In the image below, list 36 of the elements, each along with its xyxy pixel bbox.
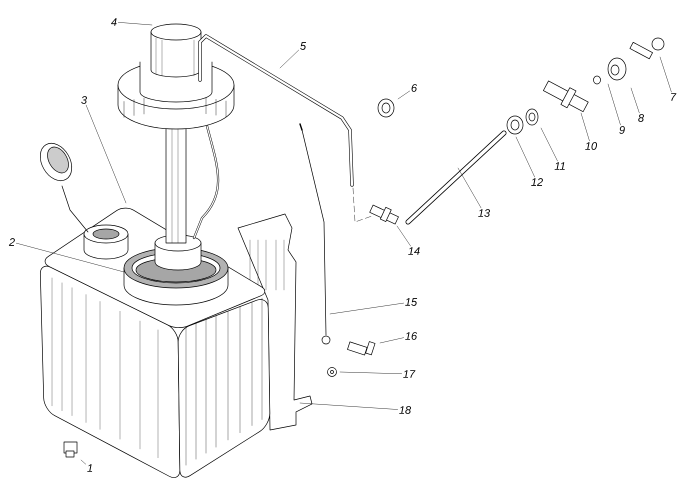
- leader-line: [118, 22, 152, 26]
- leader-line: [380, 337, 404, 344]
- callout-number: 8: [638, 114, 644, 122]
- callout-number: 4: [111, 18, 117, 26]
- leader-line: [280, 50, 299, 68]
- callout-number: 14: [408, 247, 420, 255]
- leader-line: [300, 402, 398, 410]
- leader-line: [396, 226, 411, 246]
- leader-line: [630, 88, 640, 114]
- callout-number: 13: [478, 209, 490, 217]
- callout-number: 6: [412, 84, 418, 92]
- leader-line: [660, 56, 672, 92]
- callout-number: 18: [399, 406, 412, 414]
- leader-line: [86, 104, 126, 204]
- leader-line: [580, 112, 590, 142]
- callout-number: 15: [405, 298, 418, 306]
- callout-number: 17: [403, 370, 416, 378]
- callout-number: 5: [300, 42, 306, 50]
- callout-number: 2: [8, 238, 15, 246]
- callout-number: 10: [585, 142, 597, 150]
- callout-number: 3: [81, 96, 87, 104]
- leader-line: [608, 84, 621, 126]
- leader-line: [340, 372, 402, 374]
- leader-line: [16, 242, 124, 272]
- callout-number: 12: [531, 178, 543, 186]
- leader-line: [330, 302, 404, 314]
- callout-number: 11: [554, 162, 565, 170]
- callout-number: 7: [671, 93, 676, 101]
- callout-number: 1: [87, 464, 92, 472]
- leader-line: [398, 90, 410, 100]
- leader-line: [540, 128, 558, 162]
- callout-number: 9: [619, 126, 625, 134]
- leader-line: [458, 168, 482, 208]
- callout-number: 16: [405, 332, 418, 340]
- leader-line: [516, 136, 535, 178]
- leader-line: [80, 460, 86, 464]
